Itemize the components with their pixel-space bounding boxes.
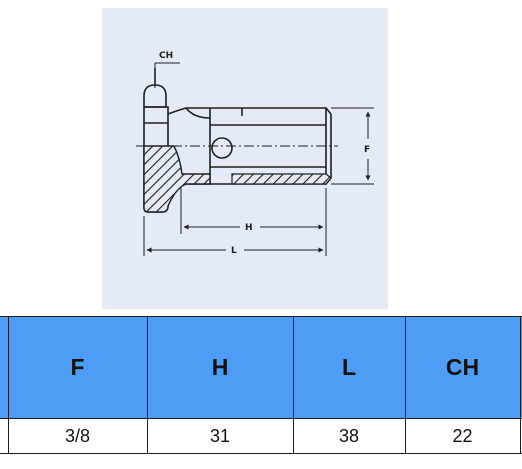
ch-label: CH <box>159 51 173 61</box>
l-label: L <box>231 246 237 256</box>
cell-ch: 22 <box>404 418 521 454</box>
row-edge <box>519 418 522 454</box>
banjo-bolt-drawing: CH F H L <box>136 51 374 256</box>
header-ch: CH <box>404 316 521 419</box>
technical-drawing-panel: CH F H L <box>102 8 388 309</box>
header-h: H <box>146 316 294 419</box>
h-dimension <box>180 188 327 234</box>
header-stub <box>0 316 9 419</box>
header-l: L <box>292 316 406 419</box>
hatched-thread-wall <box>231 173 332 185</box>
ch-dimension <box>154 62 180 88</box>
f-label: F <box>364 145 370 155</box>
f-dimension <box>331 107 374 185</box>
cell-l: 38 <box>292 418 406 454</box>
h-label: H <box>245 223 253 233</box>
l-dimension <box>143 216 327 256</box>
table-row: 3/8 31 38 22 <box>0 418 522 454</box>
header-f: F <box>7 316 148 419</box>
row-stub <box>0 418 9 454</box>
hatched-section <box>143 145 211 213</box>
table-header-row: F H L CH <box>0 316 522 419</box>
spec-table: F H L CH 3/8 31 38 22 <box>0 316 522 454</box>
cell-f: 3/8 <box>7 418 148 454</box>
cell-h: 31 <box>146 418 294 454</box>
